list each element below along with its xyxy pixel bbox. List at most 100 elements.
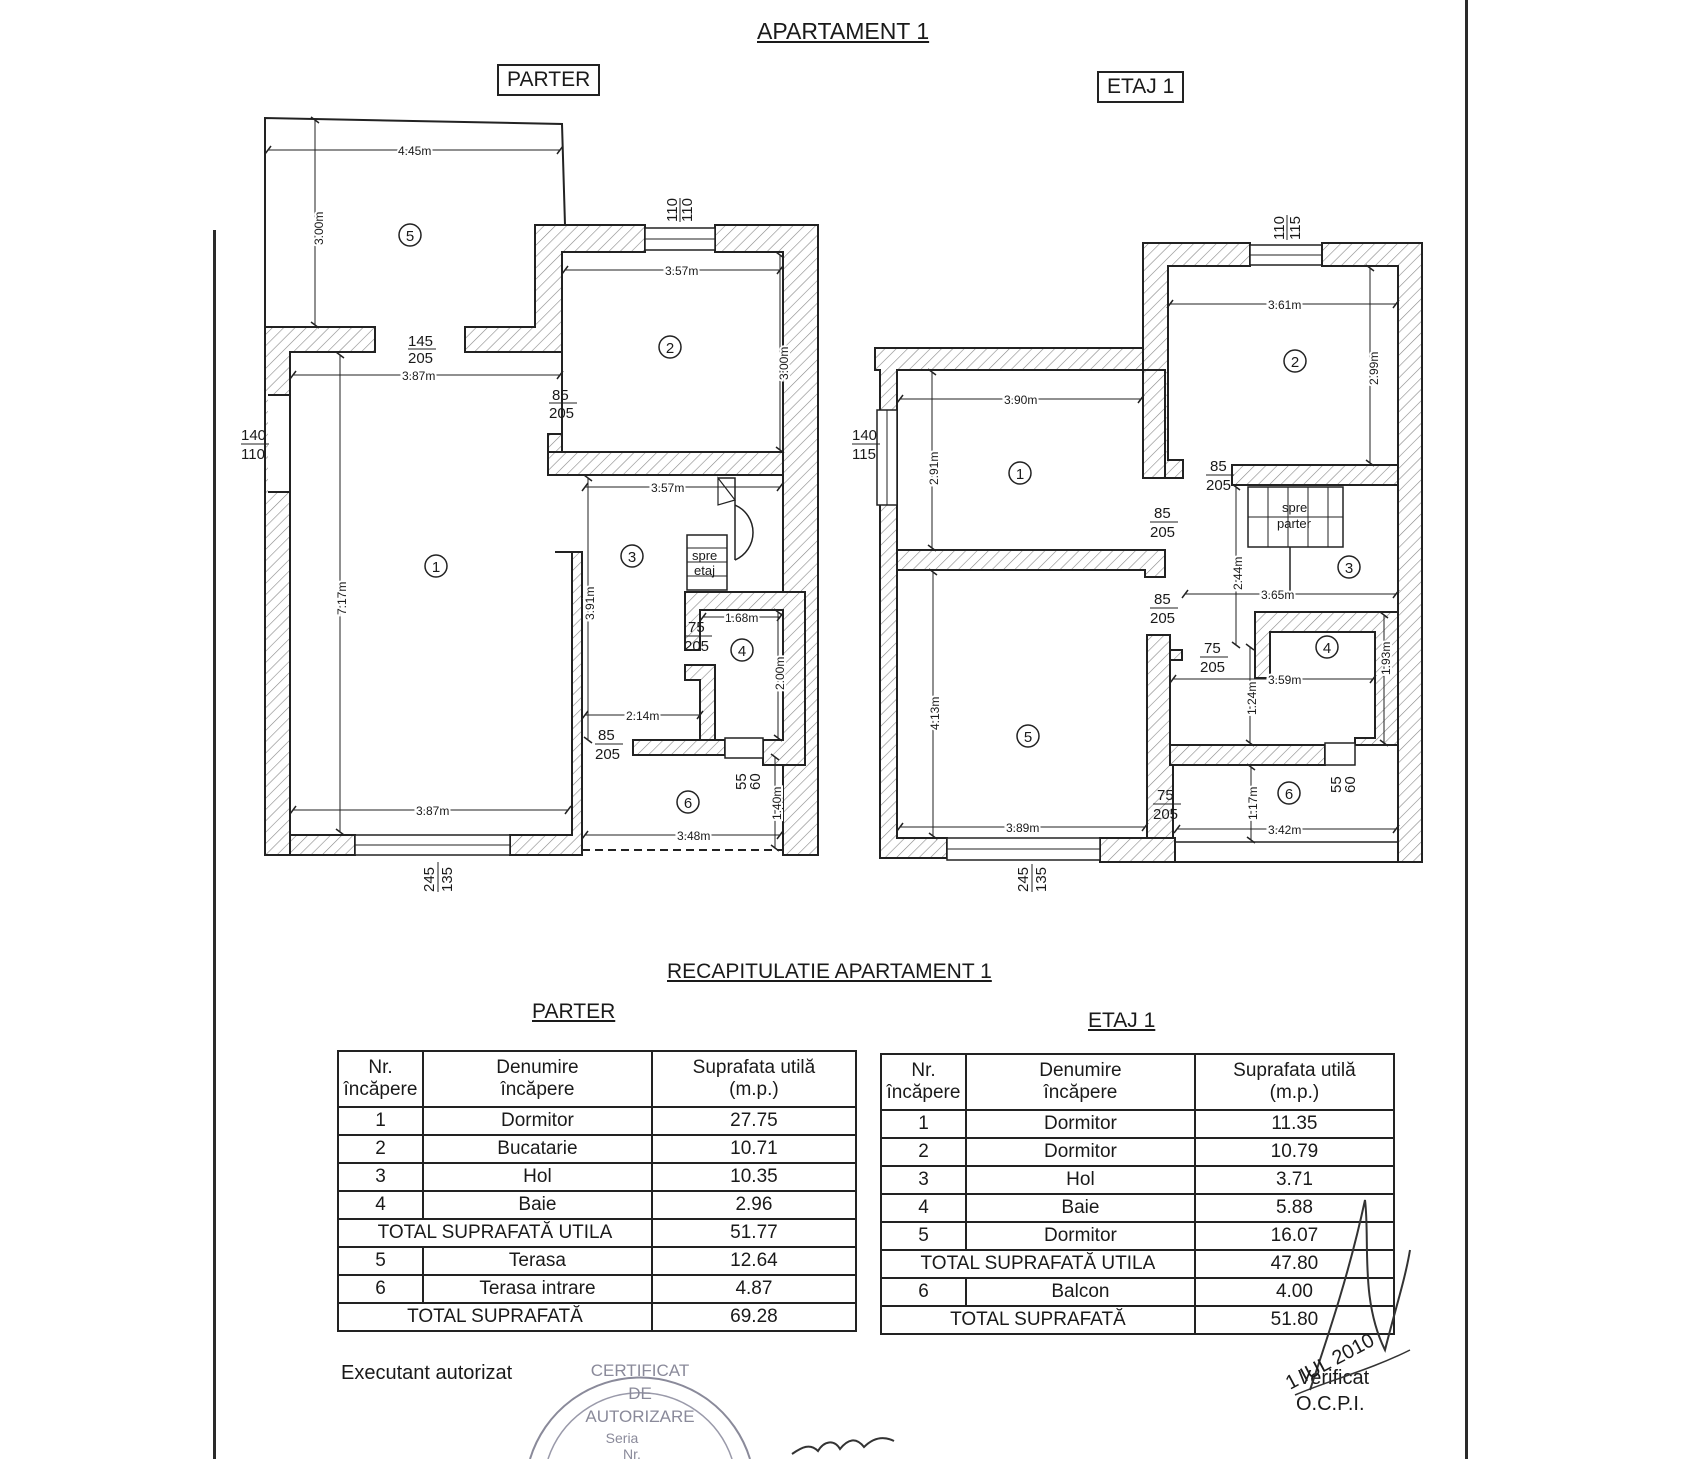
- table-total-util-row: TOTAL SUPRAFATĂ UTILA 51.77: [337, 1218, 858, 1248]
- parter-stair-label-1: spre: [692, 548, 717, 563]
- dim-etaj-244: 2.44m: [1231, 557, 1245, 590]
- dim-parter-200: 2.00m: [773, 657, 787, 690]
- date-stamp: 1 IUL 2010: [1282, 1329, 1378, 1394]
- open-parter-205a: 205: [408, 350, 433, 367]
- cell-nr: 1: [337, 1106, 424, 1136]
- total-label: TOTAL SUPRAFATĂ: [337, 1302, 653, 1332]
- total-util-label: TOTAL SUPRAFATĂ UTILA: [337, 1218, 653, 1248]
- dim-etaj-342: 3.42m: [1268, 823, 1301, 837]
- parter-stair-label-2: etaj: [694, 563, 715, 578]
- total-label: TOTAL SUPRAFATĂ: [880, 1305, 1196, 1335]
- open-etaj-115b: 115: [852, 446, 876, 463]
- floor-plans: 5 2 1 3 4 6: [241, 116, 1423, 892]
- open-parter-145: 145: [408, 333, 433, 350]
- cell-nr: 2: [337, 1134, 424, 1164]
- plan-etaj: 2 1 3 4 5 6 3.61m: [852, 215, 1423, 892]
- col-header-suprafata: Suprafata utilă(m.p.): [650, 1050, 858, 1108]
- dim-etaj-365: 3.65m: [1261, 588, 1294, 602]
- cell-area: 16.07: [1193, 1221, 1396, 1251]
- open-etaj-205c: 205: [1150, 610, 1175, 627]
- table-total-row: TOTAL SUPRAFATĂ 51.80: [880, 1305, 1396, 1335]
- cell-area: 4.00: [1193, 1277, 1396, 1307]
- cell-area: 3.71: [1193, 1165, 1396, 1195]
- recap-etaj-label: ETAJ 1: [1088, 1009, 1156, 1032]
- stamp-text-3: AUTORIZARE: [585, 1407, 694, 1426]
- cell-area: 11.35: [1193, 1109, 1396, 1139]
- dim-etaj-193: 1.93m: [1379, 642, 1393, 675]
- open-parter-110c: 110: [241, 446, 265, 463]
- dim-etaj-413: 4.13m: [928, 697, 942, 730]
- authorization-stamp: CERTIFICAT DE AUTORIZARE Seria Nr.: [529, 1361, 751, 1459]
- col-header-nr: Nr.încăpere: [337, 1050, 424, 1108]
- etaj-room-3: 3: [1345, 560, 1353, 577]
- open-etaj-85a: 85: [1210, 458, 1227, 475]
- cell-name: Dormitor: [964, 1109, 1196, 1139]
- recap-parter-label: PARTER: [532, 1000, 616, 1023]
- stamp-text-4: Seria: [606, 1430, 639, 1446]
- parter-room-3: 3: [628, 549, 636, 566]
- binding-margin-right: [1465, 0, 1468, 1459]
- open-parter-110a: 110: [664, 198, 681, 222]
- total-value: 51.80: [1193, 1305, 1396, 1335]
- cell-nr: 3: [880, 1165, 967, 1195]
- table-total-util-row: TOTAL SUPRAFATĂ UTILA 47.80: [880, 1249, 1396, 1279]
- open-parter-205d: 205: [595, 746, 620, 763]
- dim-parter-445: 4.45m: [398, 144, 431, 158]
- open-etaj-115a: 115: [1287, 216, 1304, 240]
- etaj-bath-wall-bottom: [1169, 744, 1326, 766]
- open-parter-60: 60: [747, 773, 764, 790]
- etaj-room-5: 5: [1024, 729, 1032, 746]
- open-etaj-135: 135: [1033, 867, 1050, 892]
- etaj-room-4: 4: [1323, 640, 1331, 657]
- parter-bath-wall-bottom: [632, 739, 726, 756]
- parter-room-4: 4: [738, 643, 746, 660]
- open-parter-245: 245: [421, 867, 438, 892]
- cell-area: 10.35: [650, 1162, 858, 1192]
- open-etaj-85b: 85: [1154, 505, 1171, 522]
- open-etaj-205a: 205: [1206, 477, 1231, 494]
- cell-name: Terasa: [421, 1246, 653, 1276]
- cell-area: 2.96: [650, 1190, 858, 1220]
- parter-room-5: 5: [406, 228, 414, 245]
- open-parter-205b: 205: [549, 405, 574, 422]
- open-parter-55: 55: [733, 773, 750, 790]
- etaj-wall-room2-bottom: [1231, 464, 1399, 486]
- dim-parter-391: 3.91m: [583, 587, 597, 620]
- verification-signature: 1 IUL 2010: [1282, 1199, 1411, 1396]
- cell-name: Baie: [964, 1193, 1196, 1223]
- total-util-value: 47.80: [1193, 1249, 1396, 1279]
- open-etaj-205e: 205: [1153, 806, 1178, 823]
- open-parter-135: 135: [439, 867, 456, 892]
- cell-area: 10.71: [650, 1134, 858, 1164]
- open-etaj-75b: 75: [1157, 787, 1174, 804]
- plan-parter: 5 2 1 3 4 6: [241, 116, 819, 892]
- dim-parter-357b: 3.57m: [651, 481, 684, 495]
- open-parter-205c: 205: [684, 638, 709, 655]
- parter-wall-left-window: [268, 394, 291, 493]
- etaj-bath-window: [1324, 742, 1356, 766]
- cell-area: 4.87: [650, 1274, 858, 1304]
- parter-bath-window: [724, 737, 764, 759]
- stamp-text-1: CERTIFICAT: [591, 1361, 690, 1380]
- dim-parter-717: 7.17m: [335, 582, 349, 615]
- dim-parter-168: 1.68m: [725, 611, 758, 625]
- open-etaj-75a: 75: [1204, 640, 1221, 657]
- total-util-value: 51.77: [650, 1218, 858, 1248]
- cell-name: Terasa intrare: [421, 1274, 653, 1304]
- cell-name: Hol: [421, 1162, 653, 1192]
- cell-name: Balcon: [964, 1277, 1196, 1307]
- recap-title: RECAPITULATIE APARTAMENT 1: [667, 960, 992, 983]
- total-value: 69.28: [650, 1302, 858, 1332]
- open-etaj-110: 110: [1271, 216, 1288, 240]
- open-parter-110b: 110: [679, 198, 696, 222]
